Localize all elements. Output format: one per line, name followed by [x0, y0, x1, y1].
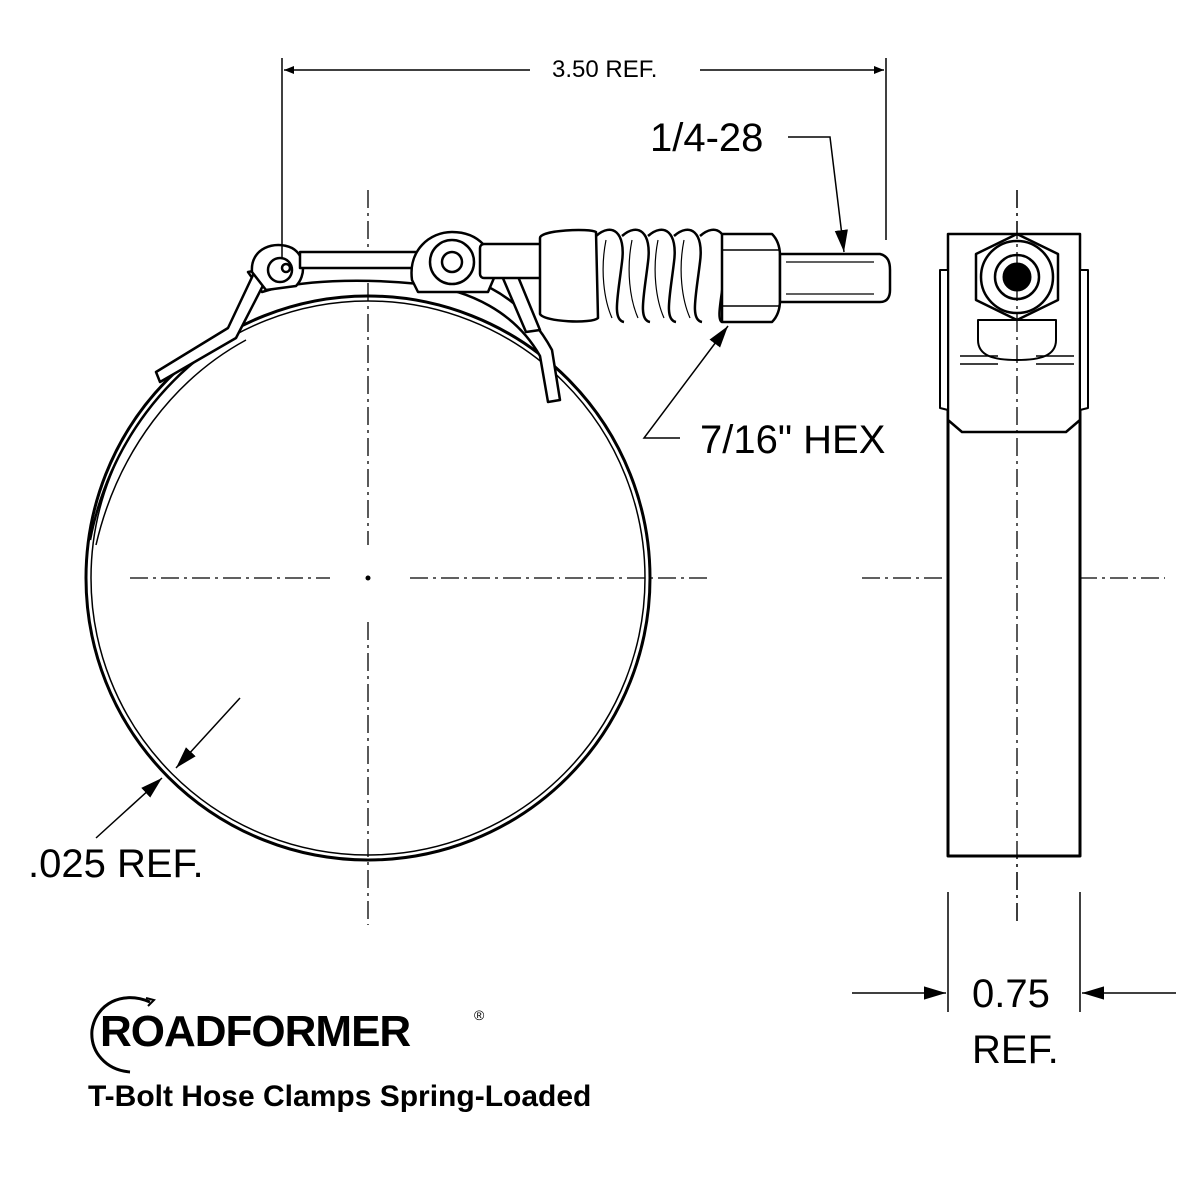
- label-thread-size: 1/4-28: [650, 116, 764, 160]
- dim-band-thickness: [95, 697, 241, 839]
- label-band-thickness: .025 REF.: [28, 842, 204, 886]
- product-title: T-Bolt Hose Clamps Spring-Loaded: [88, 1080, 592, 1113]
- brand-logo-letter: R: [100, 1007, 132, 1056]
- bolt-thread-tip: [778, 252, 892, 304]
- dim-overall-length: [281, 58, 887, 258]
- center-point: [365, 575, 371, 581]
- right-trunnion-hole: [440, 250, 464, 274]
- bolt-shank: [478, 242, 548, 280]
- label-band-width-ref: REF.: [972, 1028, 1059, 1072]
- hex-nut: [720, 232, 782, 324]
- side-flange-left: [939, 269, 949, 411]
- logo-swoosh: [90, 996, 151, 1074]
- band-outer: [84, 294, 652, 862]
- t-bolt-housing: [154, 230, 562, 404]
- side-view: [939, 232, 1089, 858]
- label-hex-size: 7/16" HEX: [700, 418, 886, 462]
- brand-logo-name: OADFORMER: [130, 1007, 411, 1056]
- registered-mark: ®: [474, 1007, 485, 1023]
- spring: [595, 228, 728, 324]
- bolt-assembly: [478, 228, 892, 324]
- side-flange-right: [1079, 269, 1089, 411]
- leader-hex: [642, 325, 729, 439]
- spring-cup: [538, 228, 600, 323]
- left-pivot-hole: [280, 262, 292, 274]
- brand-logo-mark: [90, 996, 156, 1074]
- band-overlap-edge: [95, 339, 247, 546]
- housing-top-bar: [298, 250, 420, 270]
- clamp-band: [84, 294, 652, 862]
- brand-logo: ROADFORMER: [100, 1007, 411, 1056]
- leader-thread: [788, 136, 848, 253]
- side-band: [946, 398, 1082, 858]
- band-inner: [90, 300, 646, 856]
- dim-band-width: [852, 892, 1176, 1012]
- band-overlap: [88, 328, 241, 541]
- label-band-width-value: 0.75: [972, 972, 1050, 1016]
- label-overall-length: 3.50 REF.: [552, 56, 658, 83]
